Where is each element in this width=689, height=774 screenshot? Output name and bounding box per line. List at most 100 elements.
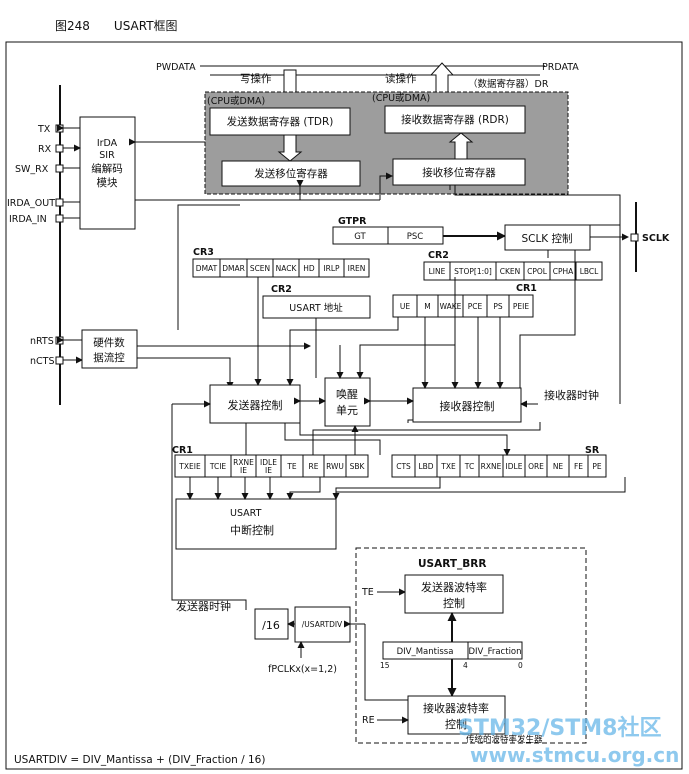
outer-frame bbox=[5, 41, 683, 770]
cr2a-bit-label: STOP[1:0] bbox=[454, 267, 492, 276]
rx-control-label: 接收器控制 bbox=[440, 399, 495, 413]
pin-ncts: nCTS bbox=[30, 356, 83, 367]
tdr-label: 发送数据寄存器 (TDR) bbox=[227, 115, 334, 128]
hw-flow-block bbox=[81, 329, 138, 369]
pin-ncts-label: nCTS bbox=[30, 356, 55, 367]
hw-flow-line2: 据流控 bbox=[93, 351, 125, 364]
tx-clock-label: 发送器时钟 bbox=[176, 599, 231, 613]
irda-line3: 编解码 bbox=[91, 162, 123, 175]
usartdiv-formula: USARTDIV = DIV_Mantissa + (DIV_Fraction … bbox=[14, 754, 265, 766]
interrupt-control-block bbox=[175, 498, 337, 550]
pin-sw-rx-label: SW_RX bbox=[15, 164, 49, 175]
bit4-label: 4 bbox=[463, 661, 468, 670]
rx-baud-line2: 控制 bbox=[445, 717, 467, 731]
pin-sw-rx: SW_RX bbox=[15, 164, 80, 175]
pin-irda-out: IRDA_OUT bbox=[7, 198, 80, 209]
pwdata-label: PWDATA bbox=[156, 62, 196, 73]
tdr-box bbox=[209, 107, 351, 136]
rx-clock-label: 接收器时钟 bbox=[544, 388, 599, 402]
pin-sclk-label: SCLK bbox=[642, 233, 670, 244]
cr3-bit-label: IREN bbox=[348, 264, 366, 273]
cr2a-bit-label: LINE bbox=[429, 267, 446, 276]
sr-bit-label: LBD bbox=[418, 462, 433, 471]
div-fraction-box bbox=[467, 641, 523, 660]
cr2a-bit-label: LBCL bbox=[580, 267, 599, 276]
usart-address-label: USART 地址 bbox=[289, 302, 343, 314]
pin-irda-in: IRDA_IN bbox=[9, 214, 80, 225]
rx-shift-box bbox=[392, 158, 526, 186]
cr1b-bit-label: RE bbox=[309, 462, 319, 471]
sr-title: SR bbox=[585, 445, 600, 456]
cr2a-bit-label: CPHA bbox=[553, 267, 574, 276]
cpu-dma-left: (CPU或DMA) bbox=[207, 95, 265, 107]
sr-bit-label: FE bbox=[574, 462, 583, 471]
cr1b-bit-label: TXEIE bbox=[178, 462, 201, 471]
irda-line1: IrDA bbox=[97, 138, 118, 149]
interrupt-line1: USART bbox=[230, 508, 262, 519]
prdata-label: PRDATA bbox=[542, 62, 579, 73]
cr3-bit-label: DMAT bbox=[196, 264, 218, 273]
write-op-label: 写操作 bbox=[240, 72, 272, 85]
gtpr-gt-label: GT bbox=[354, 232, 366, 242]
brr-re-label: RE bbox=[362, 715, 375, 726]
div-fraction-label: DIV_Fraction bbox=[468, 647, 521, 657]
cr3-bit-label: IRLP bbox=[323, 264, 340, 273]
brr-title: USART_BRR bbox=[418, 558, 486, 570]
wakeup-unit-block bbox=[324, 377, 371, 427]
read-op-label: 读操作 bbox=[385, 72, 417, 85]
sr-bit-label: TXE bbox=[440, 462, 456, 471]
cr1a-bit-label: WAKE bbox=[440, 302, 462, 311]
pin-irda-out-label: IRDA_OUT bbox=[7, 198, 55, 209]
usart-brr-region bbox=[355, 547, 587, 744]
rdr-label: 接收数据寄存器 (RDR) bbox=[401, 113, 509, 126]
cr1b-bit-label: TCIE bbox=[209, 462, 227, 471]
irda-line4: 模块 bbox=[97, 177, 118, 189]
cr1a-bit-label: M bbox=[424, 302, 430, 311]
cr1a-bit-label: UE bbox=[400, 302, 410, 311]
interrupt-line2: 中断控制 bbox=[230, 523, 274, 537]
fpclk-label: fPCLKx(x=1,2) bbox=[268, 664, 337, 675]
data-register-label: （数据寄存器）DR bbox=[468, 78, 549, 90]
cr1b-bit-label: SBK bbox=[350, 462, 366, 471]
div-mantissa-label: DIV_Mantissa bbox=[397, 647, 454, 657]
cr3-title: CR3 bbox=[193, 247, 214, 258]
usartdiv-label: /USARTDIV bbox=[302, 620, 343, 629]
div16-label: /16 bbox=[262, 619, 280, 632]
cr3-bit-label: HD bbox=[303, 264, 315, 273]
cr1b-bit-cell bbox=[345, 454, 369, 478]
cr1b-bit-label: IE bbox=[240, 466, 247, 475]
bit0-label: 0 bbox=[518, 661, 523, 670]
cr3-bit-label: NACK bbox=[276, 264, 298, 273]
cr1b-arrows bbox=[186, 477, 274, 500]
hw-flow-line1: 硬件数 bbox=[93, 336, 125, 349]
sr-bit-label: CTS bbox=[396, 462, 411, 471]
wakeup-line2: 单元 bbox=[336, 404, 358, 417]
cr2a-bit-label: CKEN bbox=[500, 267, 521, 276]
tx-baud-block bbox=[404, 574, 504, 614]
pin-irda-in-label: IRDA_IN bbox=[9, 214, 47, 225]
sr-bit-label: RXNE bbox=[481, 462, 502, 471]
cr1b-bit-label: TE bbox=[286, 462, 297, 471]
gtpr-title: GTPR bbox=[338, 216, 367, 227]
cr1a-bit-label: PS bbox=[493, 302, 503, 311]
cr1a-bit-cell bbox=[508, 294, 534, 318]
cr2b-title: CR2 bbox=[271, 284, 292, 295]
pin-nrts: nRTS bbox=[30, 336, 82, 347]
wakeup-line1: 唤醒 bbox=[336, 387, 358, 401]
rx-baud-block bbox=[407, 695, 506, 735]
irda-line2: SIR bbox=[99, 150, 115, 161]
usartdiv-block bbox=[294, 606, 351, 643]
sr-bit-label: ORE bbox=[528, 462, 544, 471]
cr3-bit-label: SCEN bbox=[250, 264, 270, 273]
pin-nrts-label: nRTS bbox=[30, 336, 54, 347]
rx-shift-label: 接收移位寄存器 bbox=[422, 166, 496, 179]
pin-tx: TX bbox=[37, 124, 80, 135]
cr1a-bit-label: PEIE bbox=[513, 302, 529, 311]
tx-shift-label: 发送移位寄存器 bbox=[254, 167, 328, 180]
pin-rx: RX bbox=[38, 144, 81, 155]
rx-baud-line1: 接收器波特率 bbox=[423, 701, 489, 715]
